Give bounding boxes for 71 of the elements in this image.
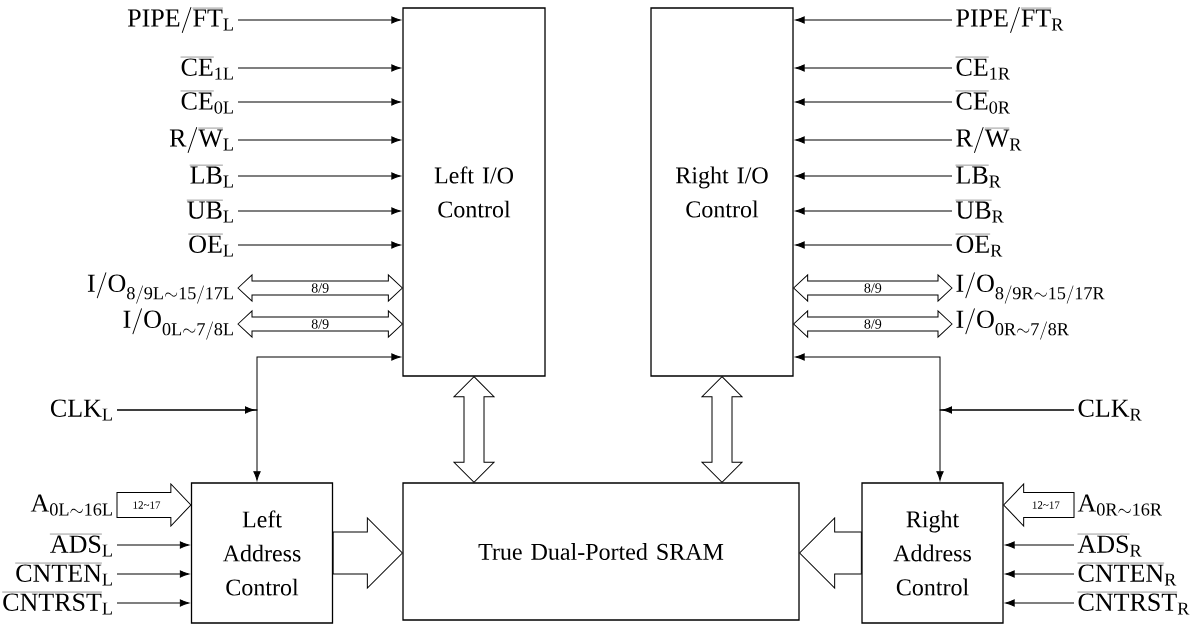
signal-label: $\mathrm{I/O}_{\mathrm{8/9R{\sim}15/17R}}$ (956, 272, 1105, 304)
arrow (116, 541, 190, 549)
bus-arrow (793, 274, 953, 302)
bus-arrow (799, 517, 862, 589)
arrow (1005, 570, 1075, 578)
signal-label: $\mathrm{I/O}_{\mathrm{0R{\sim}7/8R}}$ (956, 308, 1069, 340)
bus-arrow (116, 483, 192, 527)
signal-label: $\overline{\mathrm{CE}}_{\mathrm{0L}}$ (180, 90, 233, 114)
arrow (795, 207, 953, 215)
arrow (795, 172, 953, 180)
signal-label: $\mathrm{PIPE}/\overline{\mathrm{FT}}_{\mathrm{R}}$ (956, 7, 1064, 33)
signal-label: $\mathrm{I/O}_{\mathrm{8/9L{\sim}15/17L}}$ (87, 272, 233, 304)
signal-label: $\mathrm{CLK}_{\mathrm{L}}$ (50, 399, 112, 421)
arrow (1005, 541, 1075, 549)
process-box: Right Address Control (861, 482, 1004, 624)
signal-label: $\overline{\mathrm{CE}}_{\mathrm{1L}}$ (180, 57, 233, 80)
arrow (237, 16, 401, 24)
signal-label: $\mathrm{A}_{\mathrm{0L{\sim}16L}}$ (30, 494, 112, 516)
arrow (116, 599, 190, 607)
signal-label: $\overline{\mathrm{CE}}_{\mathrm{1R}}$ (955, 57, 1010, 80)
arrow (237, 98, 401, 106)
signal-label: $\overline{\mathrm{OE}}_{\mathrm{L}}$ (188, 234, 233, 257)
arrow (237, 64, 401, 72)
arrow (795, 64, 953, 72)
arrow (795, 136, 953, 144)
arrow (237, 241, 401, 249)
arrow (936, 409, 1075, 481)
bus-arrow (453, 376, 495, 483)
arrow (795, 16, 953, 24)
signal-label: $\mathrm{R}/\overline{\mathrm{W}}_{\mathrm{L}}$ (169, 127, 233, 153)
signal-label: $\overline{\mathrm{CE}}_{\mathrm{0R}}$ (955, 90, 1010, 114)
arrow (237, 136, 401, 144)
bus-arrow (1003, 483, 1075, 527)
signal-label: $\overline{\mathrm{LB}}_{\mathrm{R}}$ (955, 165, 1001, 188)
bus-arrow (237, 310, 403, 338)
signal-label: $\overline{\mathrm{ADS}}_{\mathrm{R}}$ (1077, 534, 1142, 557)
process-box: True Dual-Ported SRAM (402, 482, 800, 621)
bus-arrow (237, 274, 403, 302)
process-box: Left Address Control (190, 482, 334, 624)
edge-label: 12~17 (132, 500, 161, 510)
process-box: Right I/O Control (650, 7, 794, 377)
bus-arrow (701, 376, 743, 483)
signal-label: $\mathrm{PIPE}/\overline{\mathrm{FT}}_{\mathrm{L}}$ (127, 7, 233, 33)
signal-label: $\mathrm{R}/\overline{\mathrm{W}}_{\mathrm{R}}$ (956, 127, 1022, 153)
edge-label: 8/9 (310, 318, 330, 330)
signal-label: $\mathrm{A}_{\mathrm{0R{\sim}16R}}$ (1077, 494, 1162, 516)
signal-label: $\overline{\mathrm{CNTRST}}_{\mathrm{R}}$ (1077, 592, 1190, 615)
edge-label: 8/9 (310, 282, 330, 294)
arrow (116, 570, 190, 578)
process-box: Left I/O Control (402, 7, 546, 377)
bus-arrow (793, 310, 953, 338)
signal-label: $\overline{\mathrm{CNTRST}}_{\mathrm{L}}$ (2, 592, 112, 615)
signal-label: $\overline{\mathrm{CNTEN}}_{\mathrm{L}}$ (15, 563, 112, 586)
signal-label: $\overline{\mathrm{ADS}}_{\mathrm{L}}$ (49, 534, 112, 557)
edge-label: 8/9 (863, 318, 883, 330)
signal-label: $\overline{\mathrm{LB}}_{\mathrm{L}}$ (189, 165, 233, 188)
signal-label: $\mathrm{I/O}_{\mathrm{0L{\sim}7/8L}}$ (123, 308, 233, 340)
edge-label: 8/9 (863, 282, 883, 294)
signal-label: $\overline{\mathrm{UB}}_{\mathrm{L}}$ (186, 200, 233, 223)
signal-label: $\mathrm{CLK}_{\mathrm{R}}$ (1078, 399, 1142, 421)
arrow (116, 409, 261, 481)
bus-arrow (332, 517, 403, 589)
signal-label: $\overline{\mathrm{CNTEN}}_{\mathrm{R}}$ (1077, 563, 1177, 586)
signal-label: $\overline{\mathrm{UB}}_{\mathrm{R}}$ (955, 200, 1004, 223)
arrow (237, 207, 401, 215)
signal-label: $\overline{\mathrm{OE}}_{\mathrm{R}}$ (955, 234, 1003, 257)
arrow (1005, 599, 1075, 607)
arrow (795, 98, 953, 106)
edge-label: 12~17 (1031, 500, 1061, 510)
arrow (237, 172, 401, 180)
arrow (795, 241, 953, 249)
